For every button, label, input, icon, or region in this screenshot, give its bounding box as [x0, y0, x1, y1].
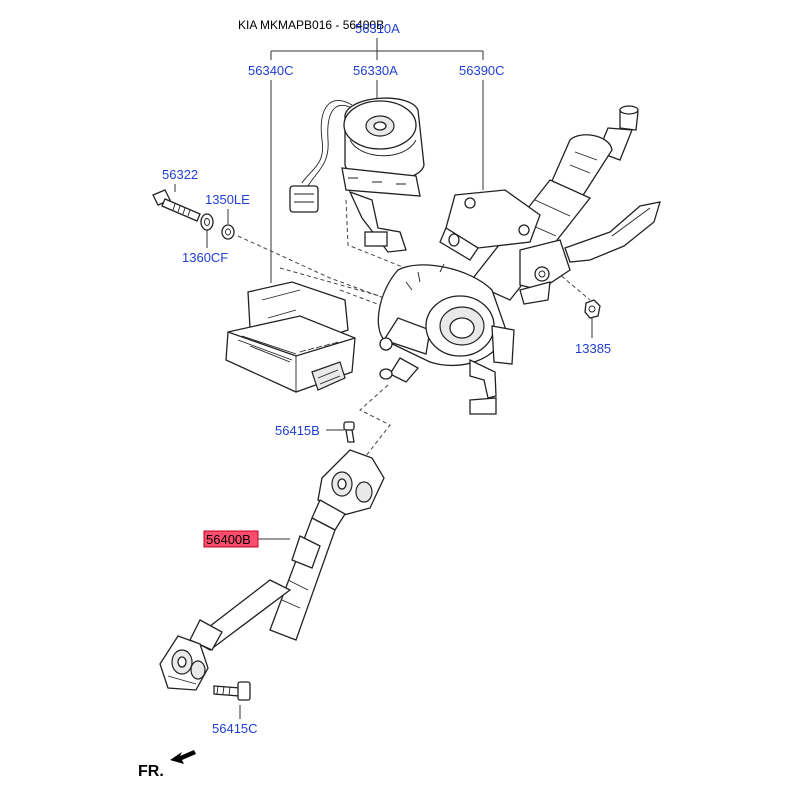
- dash-ecu: [279, 267, 381, 297]
- bolt-56322[interactable]: [152, 189, 201, 222]
- motor-56330A[interactable]: [289, 97, 425, 253]
- dash-motor: [345, 199, 406, 269]
- intermediate-shaft-56400B[interactable]: [159, 449, 385, 691]
- front-direction-label: FR.: [138, 763, 164, 780]
- steering-column-56390C[interactable]: [377, 105, 661, 415]
- callout-56340C[interactable]: 56340C: [248, 63, 294, 78]
- callout-56330A[interactable]: 56330A: [353, 63, 398, 78]
- nut-13385[interactable]: [584, 299, 601, 319]
- bolt-56415B[interactable]: [343, 421, 355, 443]
- bolt-56415C[interactable]: [213, 681, 251, 701]
- callout-56400B[interactable]: 56400B: [206, 532, 251, 547]
- callout-1350LE[interactable]: 1350LE: [205, 192, 250, 207]
- callout-13385[interactable]: 13385: [575, 341, 611, 356]
- ecu-56340C[interactable]: [225, 281, 356, 393]
- callout-56322[interactable]: 56322: [162, 167, 198, 182]
- washer-1350LE[interactable]: [221, 224, 235, 240]
- callout-1360CF[interactable]: 1360CF: [182, 250, 228, 265]
- callout-56310A[interactable]: 56310A: [355, 21, 400, 36]
- dash-bolt: [237, 235, 396, 303]
- front-arrow-icon: [170, 750, 196, 764]
- dash-ecu-2: [339, 289, 381, 306]
- callout-56415B[interactable]: 56415B: [275, 423, 320, 438]
- washer-1360CF[interactable]: [200, 213, 214, 231]
- dash-shaft: [354, 384, 391, 471]
- group-bracket: [270, 38, 484, 60]
- diagram-title: KIA MKMAPB016 - 56400B: [238, 18, 384, 32]
- callout-56415C[interactable]: 56415C: [212, 721, 258, 736]
- callout-56390C[interactable]: 56390C: [459, 63, 505, 78]
